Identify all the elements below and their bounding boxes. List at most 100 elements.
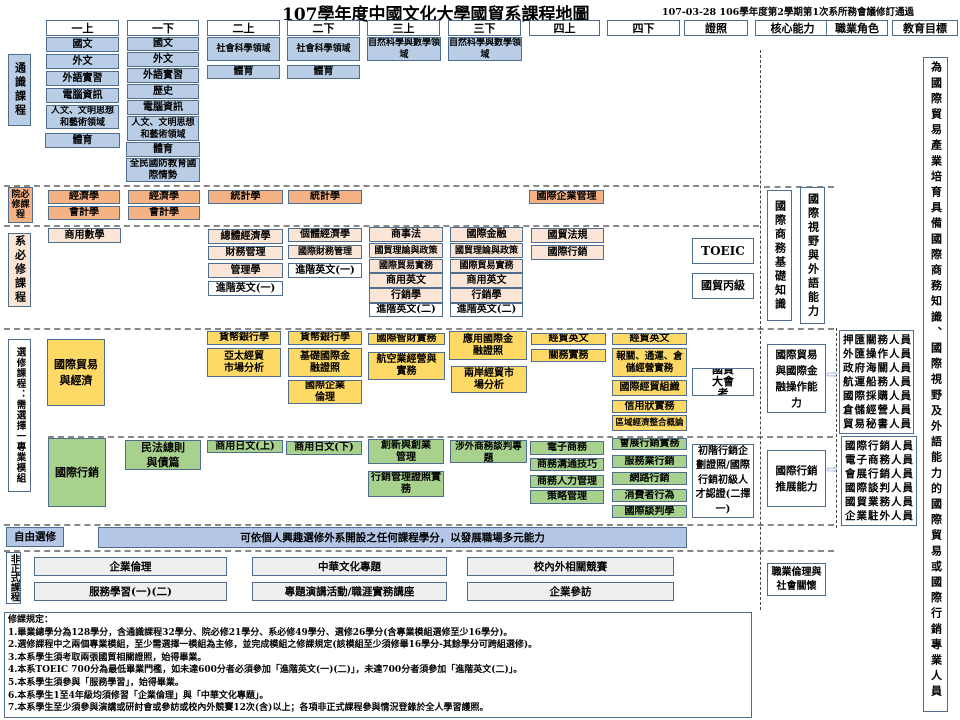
header-year2-spring: 二下 [287,20,360,36]
career-role: 電子商務人員 [845,454,914,466]
course-box: 自然科學與數學領域 [367,37,441,61]
header-year1-fall: 一上 [46,20,119,36]
divider [836,328,837,528]
course-box: 國際貿易實務 [369,259,443,273]
course-box: 貨幣銀行學 [288,331,362,345]
course-box: 商用日文(下) [286,441,362,455]
rule-item: 4.本系TOEIC 700分為最低畢業門檻，如未達600分者必須參加「進階英文(… [8,665,523,676]
divider [4,328,834,330]
course-box: 關務實務 [531,349,606,362]
divider [760,50,761,610]
informal-item: 服務學習(一)(二) [34,582,227,601]
career-role: 貿易秘書人員 [843,418,912,430]
divider [4,524,834,526]
header-year2-fall: 二上 [207,20,280,36]
career-role: 航運船務人員 [843,376,912,388]
course-box: 財務管理 [208,246,283,260]
course-box: 民法總則與債篇 [125,440,201,470]
course-box: 經濟學 [48,190,120,204]
course-box: 國貿理論與政策 [450,243,523,258]
course-box: 行銷學 [369,288,443,303]
course-box: 商用日文(上) [207,440,283,453]
core-competence-box: 國際行銷推展能力 [767,450,826,507]
header-year3-spring: 三下 [448,20,521,36]
course-box: 國際貿易實務 [450,259,523,273]
course-box: 進階英文(二) [450,303,523,317]
course-box: 國際行銷 [531,245,604,260]
course-box: 體育 [45,133,120,148]
header-core-competence: 核心能力 [755,20,830,36]
section-label-dept-required: 系必修課程 [8,233,31,307]
section-label-general: 通識課程 [8,54,31,126]
free-elective-description: 可依個人興趣選修外系開設之任何課程學分，以發展職場多元能力 [98,527,687,548]
education-goal: 為國際貿易產業培育具備國際商務知識、國際視野及外語能力的國際貿易或國際行銷專業人… [923,57,948,712]
section-label-elective: 選修課程：需選擇一專業模組 [8,339,31,492]
course-box: 電腦資訊 [46,88,119,103]
core-competence-box: 國際貿易與國際金融操作能力 [767,344,826,413]
course-box: 國貿理論與政策 [369,243,443,258]
course-box: 國文 [46,37,119,52]
header-year4-fall: 四上 [529,20,600,36]
course-box: 服務業行銷 [612,455,687,468]
course-box: 會計學 [48,206,120,220]
divider [4,550,834,552]
informal-item: 企業倫理 [34,557,227,576]
course-box: 進階英文(一) [288,263,362,278]
career-role: 倉儲經營人員 [843,404,912,416]
career-roles-trade: 押匯關務人員 外匯操作人員 政府海關人員 航運船務人員 國際採購人員 倉儲經營人… [839,330,914,434]
course-box: 航空業經營與實務 [368,352,445,380]
certificate-box: TOEIC [692,238,754,264]
course-box: 商用英文 [450,273,523,288]
course-box: 策略管理 [530,490,604,504]
course-rules: 修課規定： 1.畢業總學分為128學分，含通識課程32學分、院必修21學分、系必… [4,612,752,718]
course-box: 行銷學 [450,288,523,303]
career-role: 外匯操作人員 [843,348,912,360]
section-label-college-required: 院必修課程 [8,187,33,223]
career-role: 押匯關務人員 [843,334,912,346]
section-label-informal: 非正式課程 [6,552,21,604]
course-box: 社會科學領域 [287,37,360,61]
course-box: 基礎國際金融證照 [288,348,362,377]
course-box: 兩岸經貿市場分析 [451,366,527,393]
header-education-goal: 教育目標 [892,20,958,36]
course-box: 個體經濟學 [288,228,362,242]
section-label-free-elective: 自由選修 [6,527,64,547]
course-box: 統計學 [288,190,362,204]
course-box: 進階英文(一) [208,281,283,296]
header-year1-spring: 一下 [127,20,199,36]
core-competence-box: 職業倫理與社會關懷 [767,563,826,596]
course-box: 貨幣銀行學 [207,331,281,345]
course-box: 歷史 [127,84,199,99]
informal-item: 專題演講活動/職涯實務講座 [252,582,447,601]
header-year3-fall: 三上 [367,20,440,36]
career-role: 國貿業務人員 [845,496,914,508]
course-box: 國際經貿組織 [612,380,687,396]
header-year4-spring: 四下 [607,20,680,36]
course-box: 外文 [127,52,199,67]
career-role: 企業駐外人員 [845,510,914,522]
certificate-box: 國貿丙級 [692,273,754,299]
course-box: 商用數學 [48,228,121,243]
course-box: 國際金融 [450,227,523,242]
course-box: 進階英文(二) [369,303,443,317]
certificate-box: 初階行銷企劃證照/國際行銷初級人才認證(二擇一) [692,444,754,518]
module-international-marketing: 國際行銷 [48,438,106,507]
rule-item: 2.選修課程中之兩個專業模組，至少需選擇一模組為主修，並完成模組之修課規定(該模… [8,640,538,651]
course-box: 外語實習 [127,68,199,83]
course-box: 全民國防教育國際情勢 [126,158,200,182]
informal-item: 校內外相關競賽 [467,557,674,576]
course-box: 信用狀實務 [612,400,687,413]
course-box: 國文 [127,37,199,51]
course-box: 商用英文 [369,273,443,288]
course-box: 外語實習 [46,71,119,86]
rule-item: 6.本系學生1至4年級均須修習「企業倫理」與「中華文化專題」。 [8,690,269,701]
course-box: 國際財務管理 [288,245,362,259]
course-box: 經濟學 [128,190,200,204]
course-box: 自然科學與數學領域 [448,37,522,61]
course-box: 社會科學領域 [207,37,280,61]
course-box: 人文、文明思想和藝術領域 [127,116,199,141]
course-box: 亞太經貿市場分析 [207,348,281,377]
course-box: 區域經濟整合概論 [612,415,687,431]
course-box: 消費者行為 [612,489,687,502]
